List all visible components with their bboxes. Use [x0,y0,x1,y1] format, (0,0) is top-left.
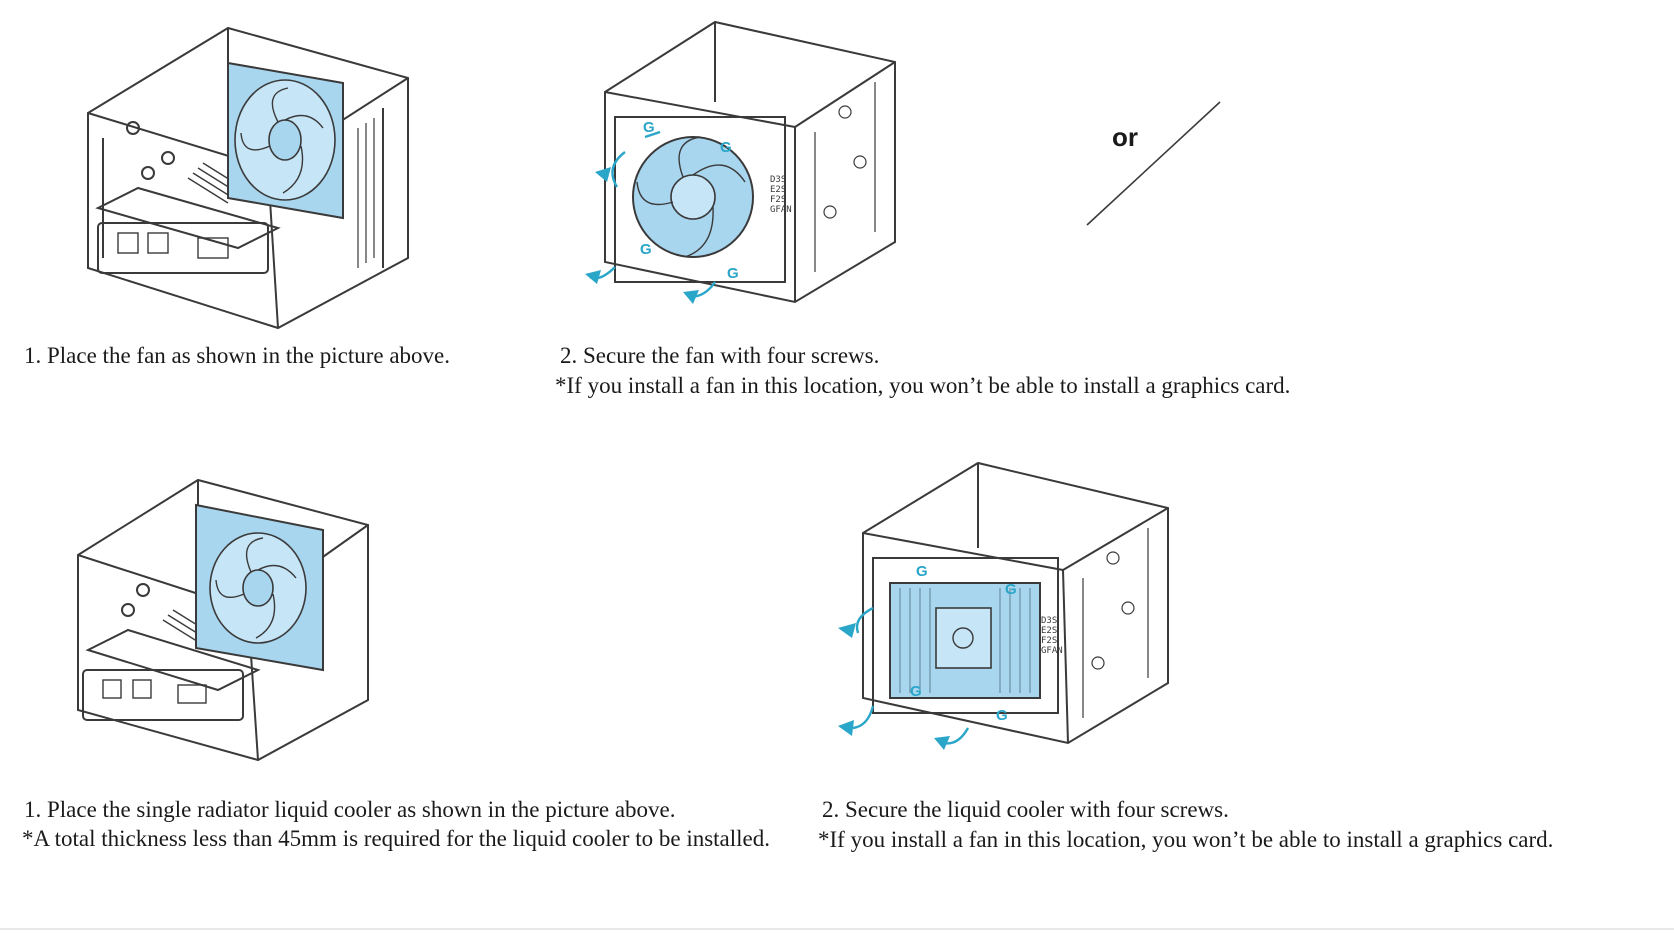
radiator-icon [195,503,324,672]
bottom-rule [0,928,1674,930]
svg-text:E2S: E2S [770,185,786,195]
or-label: or [1112,122,1138,152]
svg-text:D3S: D3S [1041,616,1057,626]
radiator-icon [889,582,1041,699]
or-divider-line [1086,101,1221,226]
screw-label: G [910,683,922,700]
step-cooler-place-note: *A total thickness less than 45mm is req… [22,826,770,851]
cooler-placement-illustration [77,478,369,762]
step-fan-secure-note: *If you install a fan in this location, … [555,373,1291,398]
screw-label: G [996,707,1008,724]
screw-label: G [640,241,652,258]
fan-placement-illustration [87,26,409,330]
step-cooler-secure-caption: 2. Secure the liquid cooler with four sc… [822,797,1229,822]
screw-label: G [1005,581,1017,598]
fan-screws-illustration: D3S E2S F2S GFAN G G G G [585,20,896,304]
svg-text:GFAN: GFAN [770,205,792,215]
step-fan-place-caption: 1. Place the fan as shown in the picture… [24,343,451,368]
fan-icon [632,136,754,258]
svg-text:E2S: E2S [1041,626,1057,636]
step-cooler-secure-note: *If you install a fan in this location, … [818,827,1554,852]
cooler-screws-illustration: D3S E2S F2S GFAN G G G G [838,461,1169,750]
step-fan-secure-caption: 2. Secure the fan with four screws. [560,343,880,368]
svg-text:GFAN: GFAN [1041,646,1063,656]
svg-text:F2S: F2S [1041,636,1057,646]
svg-text:F2S: F2S [770,195,786,205]
screw-label: G [916,563,928,580]
screw-label: G [720,139,732,156]
screw-label: G [643,119,655,136]
svg-text:D3S: D3S [770,175,786,185]
step-cooler-place-caption: 1. Place the single radiator liquid cool… [24,797,676,822]
screw-label: G [727,265,739,282]
fan-icon [227,61,344,220]
